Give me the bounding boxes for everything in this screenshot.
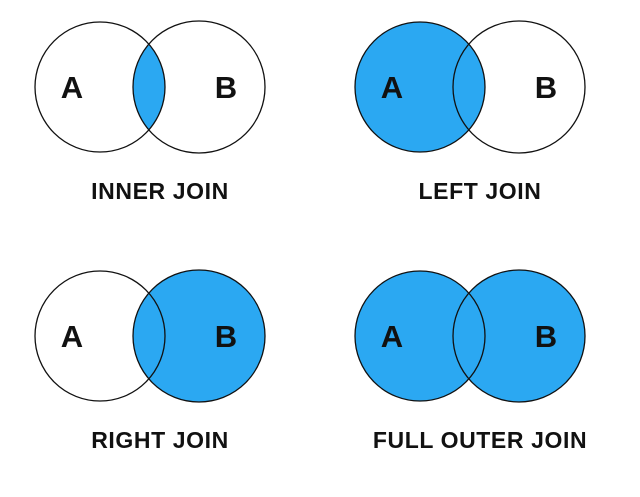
circle-a-fill: [35, 271, 165, 401]
set-b-letter: B: [535, 70, 557, 105]
set-b-letter: B: [215, 319, 237, 354]
circle-b-outline: [452, 269, 586, 403]
caption-left-join: LEFT JOIN: [418, 178, 542, 204]
caption-right-join: RIGHT JOIN: [91, 427, 229, 453]
caption-full-outer-join: FULL OUTER JOIN: [372, 427, 588, 453]
venn-panel-right-join: A B RIGHT JOIN: [0, 249, 320, 497]
circle-b-fill: [453, 270, 585, 402]
venn-graphic-left-join: A B: [320, 0, 640, 175]
set-b-letter: B: [535, 319, 557, 354]
venn-graphic-right-join: A B: [0, 249, 320, 424]
circle-b-outline: [132, 20, 266, 154]
caption-inner-join: INNER JOIN: [91, 178, 229, 204]
circle-a-fill: [355, 271, 485, 401]
circle-a-fill: [35, 22, 165, 152]
set-a-letter: A: [61, 319, 83, 354]
venn-panel-full-outer-join: A B FULL OUTER JOIN: [320, 249, 640, 497]
circle-a-outline: [354, 270, 486, 402]
circle-a-fill: [355, 22, 485, 152]
venn-graphic-inner-join: A B: [0, 0, 320, 175]
set-a-letter: A: [61, 70, 83, 105]
circle-b-outline: [132, 269, 266, 403]
circle-b-fill: [133, 270, 265, 402]
set-a-letter: A: [381, 70, 403, 105]
circle-a-outline: [354, 21, 486, 153]
set-b-letter: B: [215, 70, 237, 105]
set-a-letter: A: [381, 319, 403, 354]
circle-b-outline: [452, 20, 586, 154]
circle-b-fill: [453, 21, 585, 153]
venn-graphic-full-outer-join: A B: [320, 249, 640, 424]
circle-a-outline: [34, 270, 166, 402]
circle-a-outline: [34, 21, 166, 153]
venn-panel-left-join: A B LEFT JOIN: [320, 0, 640, 248]
circle-b-fill: [133, 21, 265, 153]
venn-panel-inner-join: A B INNER JOIN: [0, 0, 320, 248]
